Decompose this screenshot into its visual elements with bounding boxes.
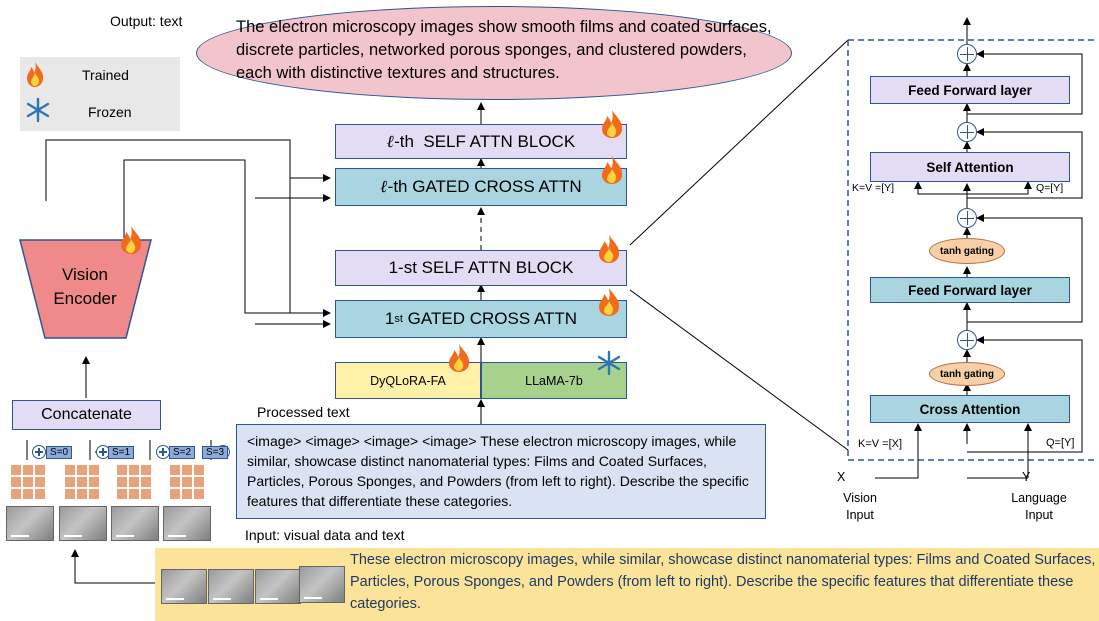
- scale-tag: S=1: [108, 446, 134, 459]
- tanh-gating-node: tanh gating: [929, 362, 1005, 386]
- first-self-attn-block: 1-st SELF ATTN BLOCK: [335, 250, 627, 286]
- lth-gated-cross-attn-label: -th GATED CROSS ATTN: [387, 177, 582, 196]
- fire-icon: [449, 344, 470, 372]
- input-text: These electron microscopy images, while …: [350, 552, 1096, 612]
- scale-tag: S=3: [202, 446, 228, 459]
- patch-grid: [169, 464, 205, 500]
- feed-forward-top-block: Feed Forward layer: [870, 76, 1070, 104]
- micrograph-image: [59, 506, 107, 541]
- vision-input-label: Vision Input: [843, 491, 877, 522]
- first-gated-label: GATED CROSS ATTN: [402, 309, 578, 328]
- tanh-gating-node: tanh gating: [929, 238, 1005, 264]
- llama-block: LLaMA-7b: [481, 362, 627, 399]
- micrograph-image: [208, 569, 254, 604]
- output-ellipse: [196, 6, 792, 100]
- self-attn-q-label: Q=[Y]: [1036, 182, 1064, 194]
- fire-icon: [602, 110, 623, 138]
- scale-tag: S=0: [46, 446, 72, 459]
- legend-frozen-label: Frozen: [88, 104, 132, 120]
- micrograph-image: [299, 566, 345, 603]
- self-attention-block: Self Attention: [870, 152, 1070, 182]
- x-symbol: X: [837, 470, 846, 484]
- self-attn-kv-label: K=V =[Y]: [852, 182, 895, 194]
- fire-icon: [599, 235, 620, 263]
- ell-symbol: ℓ: [380, 177, 388, 197]
- residual-add-node: [957, 122, 977, 142]
- residual-add-node: [957, 44, 977, 64]
- processed-text-box: <image> <image> <image> <image> These el…: [236, 424, 766, 519]
- legend-trained-label: Trained: [82, 67, 129, 83]
- micrograph-image: [255, 569, 301, 604]
- vision-encoder-label: Vision Encoder: [53, 265, 117, 308]
- cross-attn-kv-label: K=V =[X]: [858, 438, 903, 450]
- cross-attention-block: Cross Attention: [870, 395, 1070, 423]
- fire-icon: [602, 156, 623, 184]
- concatenate-block: Concatenate: [12, 400, 161, 430]
- micrograph-image: [111, 506, 159, 541]
- micrograph-image: [6, 506, 54, 541]
- lth-gated-cross-attn-block: ℓ-th GATED CROSS ATTN: [335, 168, 627, 206]
- residual-add-node: [957, 208, 977, 228]
- micrograph-image: [161, 569, 207, 604]
- output-label: Output: text: [110, 13, 183, 29]
- ell-symbol: ℓ: [386, 131, 395, 152]
- micrograph-image: [163, 506, 211, 541]
- fire-icon: [27, 62, 44, 87]
- cross-attn-q-label: Q=[Y]: [1046, 437, 1075, 449]
- output-text: The electron microscopy images show smoo…: [236, 18, 772, 82]
- snowflake-icon: [597, 350, 621, 376]
- first-gated-num: 1: [384, 309, 395, 328]
- vision-encoder-shape: [19, 239, 152, 339]
- patch-grid: [10, 464, 46, 500]
- language-input-label: Language Input: [1011, 491, 1067, 522]
- sum-node: [156, 445, 170, 459]
- patch-grid: [116, 464, 152, 500]
- input-label: Input: visual data and text: [245, 527, 405, 543]
- residual-add-node: [957, 330, 977, 350]
- scale-tag: S=2: [169, 446, 195, 459]
- fire-icon: [599, 288, 620, 316]
- processed-text-label: Processed text: [257, 404, 350, 420]
- fire-icon: [121, 226, 142, 254]
- feed-forward-mid-block: Feed Forward layer: [870, 277, 1070, 303]
- patch-grid: [64, 464, 100, 500]
- lth-self-attn-label: -th SELF ATTN BLOCK: [394, 131, 576, 151]
- first-gated-sup: st: [394, 313, 403, 325]
- sum-node: [32, 445, 46, 459]
- snowflake-icon: [26, 97, 50, 123]
- y-symbol: Y: [1022, 470, 1031, 484]
- legend: Trained Frozen: [20, 57, 180, 131]
- lth-self-attn-block: ℓ-th SELF ATTN BLOCK: [335, 124, 627, 159]
